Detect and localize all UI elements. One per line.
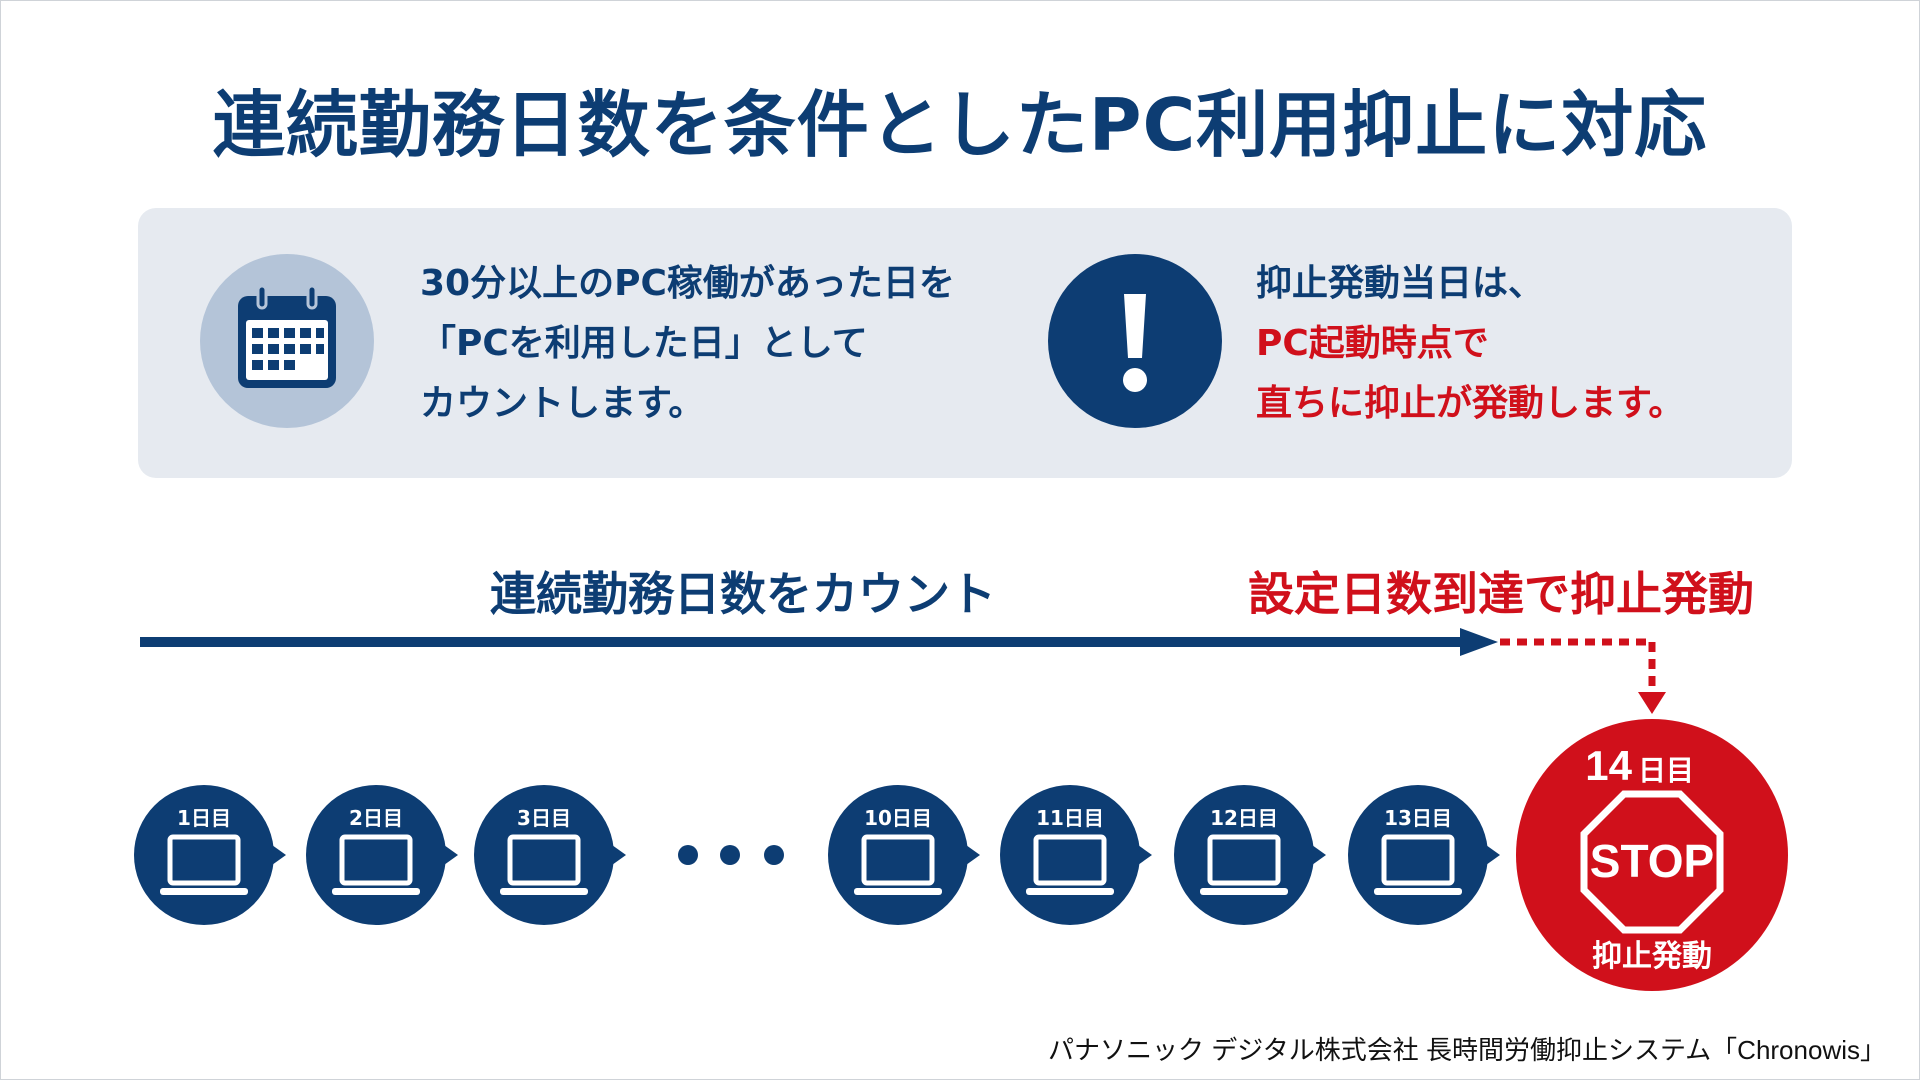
laptop-base	[854, 888, 942, 895]
slide-title: 連続勤務日数を条件としたPC利用抑止に対応	[212, 83, 1708, 167]
laptop-base	[1026, 888, 1114, 895]
day-connector-arrow	[966, 845, 980, 865]
day-circle: 13日目	[1348, 785, 1500, 925]
laptop-base	[1374, 888, 1462, 895]
count-label: 連続勤務日数をカウント	[490, 567, 996, 621]
day-label: 10日目	[864, 806, 932, 830]
stop-sign-text: STOP	[1590, 835, 1714, 887]
day-circle: 2日目	[306, 785, 458, 925]
day-label: 1日目	[177, 806, 231, 830]
day-label: 2日目	[349, 806, 403, 830]
day-circle: 1日目	[134, 785, 286, 925]
info-left-line-1: 30分以上のPC稼働があった日を	[420, 263, 955, 304]
ellipsis-dot	[678, 845, 698, 865]
trigger-label: 設定日数到達で抑止発動	[1248, 567, 1754, 621]
ellipsis-dot	[720, 845, 740, 865]
laptop-base	[1200, 888, 1288, 895]
laptop-icon	[167, 834, 241, 886]
info-left-text: 30分以上のPC稼働があった日を 「PCを利用した日」として カウントします。	[420, 254, 955, 434]
day-connector-arrow	[444, 845, 458, 865]
count-arrow-head	[1460, 628, 1498, 656]
day-label: 11日目	[1036, 806, 1104, 830]
info-left-line-3: カウントします。	[420, 383, 705, 424]
info-right-text: 抑止発動当日は、 PC起動時点で 直ちに抑止が発動します。	[1256, 254, 1684, 434]
stop-day-number: 14	[1585, 742, 1632, 789]
stop-day-suffix: 日目	[1638, 754, 1694, 787]
ellipsis-dot	[764, 845, 784, 865]
trigger-arrow-head	[1638, 692, 1666, 714]
day-label: 13日目	[1384, 806, 1452, 830]
laptop-base	[500, 888, 588, 895]
day-circle: 3日目	[474, 785, 626, 925]
day-label: 12日目	[1210, 806, 1278, 830]
laptop-icon	[861, 834, 935, 886]
stop-sign-octagon	[1580, 790, 1724, 934]
info-right-line-2: PC起動時点で	[1256, 323, 1489, 364]
day-circle: 12日目	[1174, 785, 1326, 925]
stop-circle: 14 日目 STOP 抑止発動	[1516, 719, 1788, 991]
info-left-line-2: 「PCを利用した日」として	[420, 323, 868, 364]
info-right-line-1: 抑止発動当日は、	[1256, 263, 1545, 304]
day-connector-arrow	[612, 845, 626, 865]
day-circle: 11日目	[1000, 785, 1152, 925]
stop-caption: 抑止発動	[1592, 939, 1712, 974]
laptop-icon	[1381, 834, 1455, 886]
laptop-base	[160, 888, 248, 895]
laptop-icon	[507, 834, 581, 886]
day-circle: 10日目	[828, 785, 980, 925]
calendar-icon	[200, 254, 374, 428]
exclamation-icon	[1048, 254, 1222, 428]
laptop-icon	[1033, 834, 1107, 886]
day-connector-arrow	[1486, 845, 1500, 865]
day-connector-arrow	[272, 845, 286, 865]
day-connector-arrow	[1138, 845, 1152, 865]
laptop-base	[332, 888, 420, 895]
day-connector-arrow	[1312, 845, 1326, 865]
footer-credit: パナソニック デジタル株式会社 長時間労働抑止システム「Chronowis」	[1048, 1035, 1886, 1065]
ellipsis-dots	[678, 845, 784, 865]
count-arrow-shaft	[140, 637, 1460, 647]
info-panel	[138, 208, 1792, 478]
laptop-icon	[1207, 834, 1281, 886]
laptop-icon	[339, 834, 413, 886]
info-right-line-3: 直ちに抑止が発動します。	[1256, 383, 1685, 424]
day-label: 3日目	[517, 806, 571, 830]
